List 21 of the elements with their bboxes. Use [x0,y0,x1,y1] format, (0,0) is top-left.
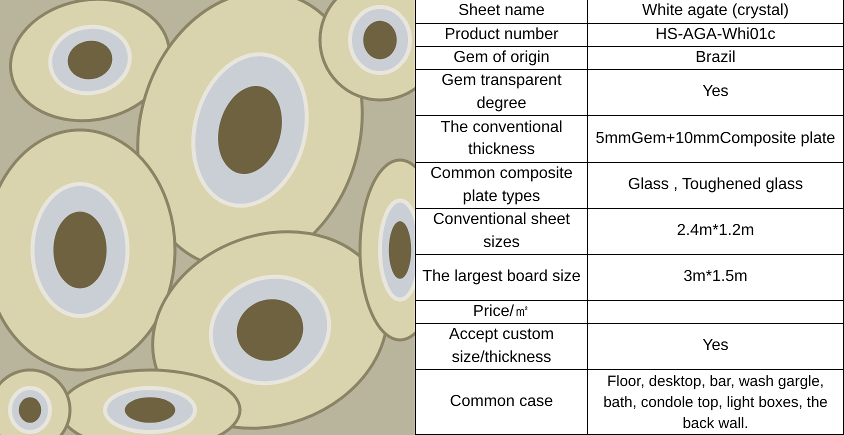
spec-label: Accept custom size/thickness [448,325,555,368]
spec-label: Product number [444,24,558,45]
spec-label: Common case [450,392,554,412]
spec-label: Gem transparent degree [440,71,563,114]
spec-label: Sheet name [458,1,545,22]
spec-label: Conventional sheet sizes [432,210,571,252]
spec-value: HS-AGA-Whi01c [655,24,776,45]
spec-label: Price/㎡ [473,302,530,322]
spec-label: Gem of origin [453,48,550,68]
spec-label: Common composite plate types [429,164,574,206]
spec-label: The largest board size [422,267,581,288]
spec-label: The conventional thickness [440,118,564,160]
spec-value: White agate (crystal) [642,1,789,22]
spec-value: 3m*1.5m [683,267,748,288]
spec-value: 2.4m*1.2m [676,221,754,242]
spec-value: 5mmGem+10mmComposite plate [596,128,836,149]
spec-value: Yes [702,82,729,102]
spec-value: Glass , Toughened glass [628,175,803,196]
spec-value: Yes [702,336,729,356]
spec-value: Floor, desktop, bar, wash gargle, bath, condole top, light boxes, the back wall. [602,372,829,434]
spec-value: Brazil [695,48,736,68]
